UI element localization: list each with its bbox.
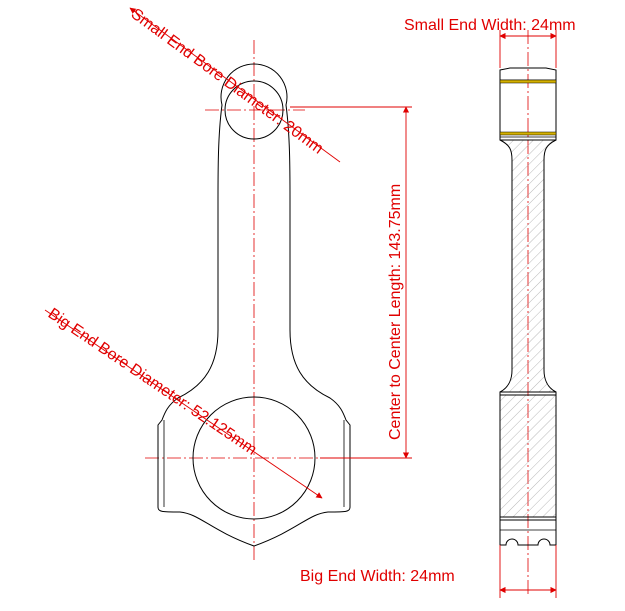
- big-end-bore: [192, 396, 316, 520]
- big-end-shell: [499, 394, 557, 518]
- big-end-cap: [499, 520, 557, 546]
- small-end-bushing-top: [499, 79, 557, 84]
- big-end-bore-leader: [44, 309, 323, 499]
- beam-section: [499, 139, 557, 393]
- small-end-bore-leader: [129, 7, 341, 163]
- big-end-hatch: [500, 395, 556, 517]
- rod-outline: [157, 63, 351, 547]
- small-end-bore: [224, 80, 284, 140]
- center-to-center-label: Center to Center Length: 143.75mm: [387, 184, 404, 440]
- big-end-width-label: Big End Width: 24mm: [300, 568, 455, 585]
- small-end-width-label: Small End Width: 24mm: [404, 17, 576, 34]
- small-end-bushing-bottom: [499, 131, 557, 136]
- dimensions: [44, 7, 557, 598]
- side-view: [499, 30, 557, 596]
- small-end-bore-label: Small End Bore Diameter: 20mm: [128, 6, 327, 158]
- big-end-bore-label: Big End Bore Diameter: 52.125mm: [45, 305, 260, 459]
- front-view: [145, 40, 365, 560]
